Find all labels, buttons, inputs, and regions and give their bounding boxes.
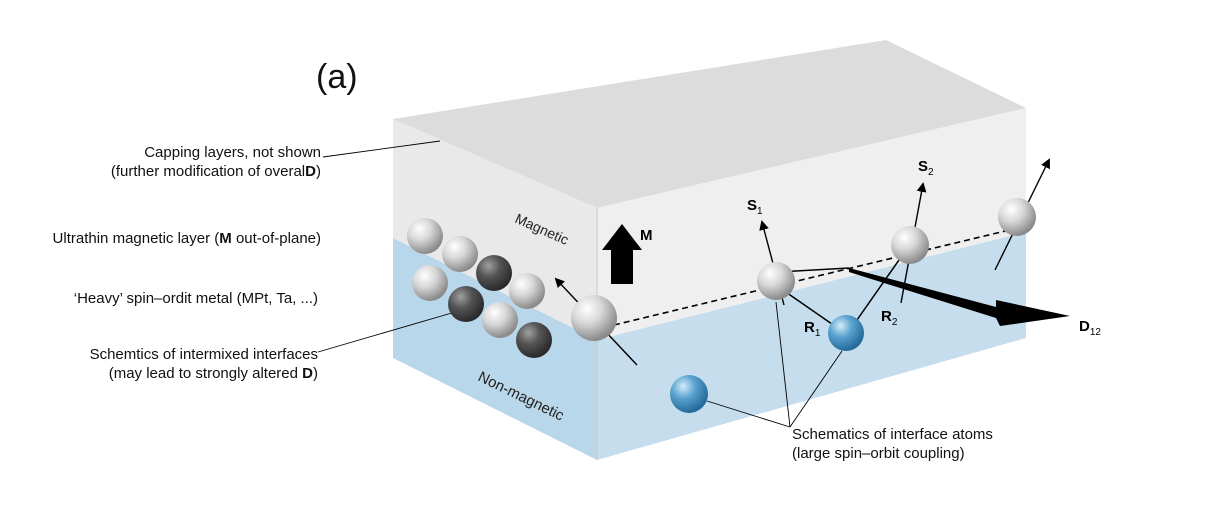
r2-label: R2 [881, 308, 898, 328]
slab-side-magnetic-face [597, 108, 1026, 340]
atoms-leader-line [706, 400, 791, 428]
intermixed-line-2: (may lead to strongly altered D) [108, 365, 318, 382]
light-atom-large [571, 295, 617, 341]
slab-front-magnetic-face [393, 119, 597, 340]
light-atom [407, 218, 443, 254]
magnetization-arrow [602, 224, 642, 284]
light-atom-s1 [757, 262, 795, 300]
capping-leader-line [322, 140, 441, 158]
intermixed-leader-line [317, 309, 463, 353]
blue-atom-center [828, 315, 864, 351]
light-atom [442, 236, 478, 272]
r1-label: R1 [804, 319, 821, 339]
s1-label: S1 [747, 197, 763, 217]
capping-line-1: Capping layers, not shown [144, 144, 321, 161]
interface-atoms-label: Schematics of interface atoms (large spi… [792, 425, 993, 463]
slab-top-face [393, 40, 1026, 208]
intermixed-atoms [407, 218, 552, 358]
dark-atom [448, 286, 484, 322]
atoms-leader-line [789, 350, 843, 428]
panel-label: (a) [316, 58, 358, 96]
capping-line-2: (further modification of overalD) [110, 163, 321, 180]
capping-label: Capping layers, not shown (further modif… [111, 143, 321, 181]
intermixed-label: Schemtics of intermixed interfaces (may … [90, 345, 318, 383]
ultrathin-label: Ultrathin magnetic layer (M out-of-plane… [52, 230, 321, 247]
light-atom [482, 302, 518, 338]
s2-label: S2 [918, 158, 934, 178]
light-atom [509, 273, 545, 309]
d12-label: D12 [1079, 318, 1101, 338]
interface-dashed-line [613, 225, 1027, 326]
d12-arrow [849, 268, 1070, 326]
dark-atom [476, 255, 512, 291]
intermixed-line-1: Schemtics of intermixed interfaces [89, 346, 318, 363]
m-label: M [640, 227, 653, 244]
light-atom [412, 265, 448, 301]
dark-atom [516, 322, 552, 358]
r2-vector [849, 249, 907, 331]
heavy-metal-label: ‘Heavy’ spin–ordit metal (MPt, Ta, ...) [73, 290, 318, 307]
light-atom-far [998, 198, 1036, 236]
interface-atoms-line-2: (large spin–orbit coupling) [792, 445, 965, 462]
blue-atom-lower [670, 375, 708, 413]
interface-atoms-line-1: Schematics of interface atoms [792, 426, 993, 443]
light-atom-s2 [891, 226, 929, 264]
atoms-leader-line [775, 301, 791, 428]
